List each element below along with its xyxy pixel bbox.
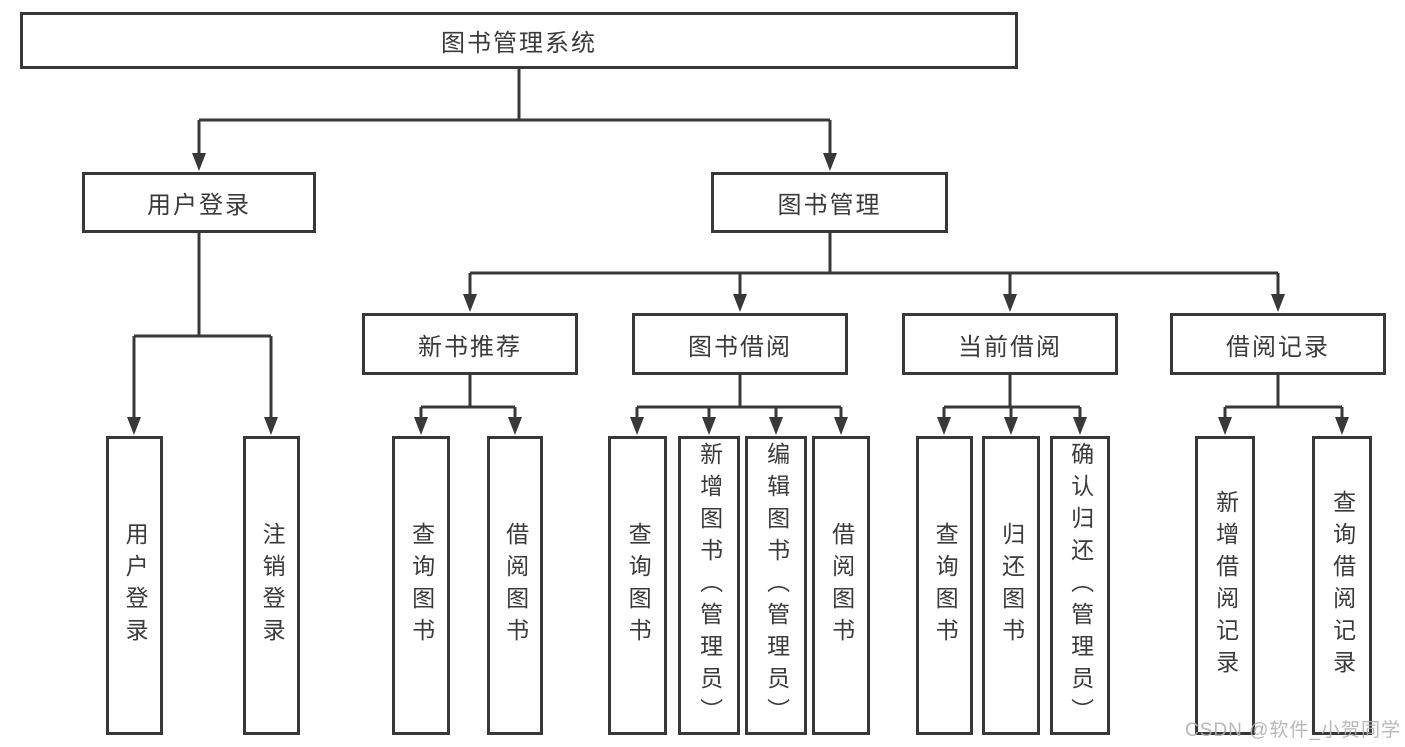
node-book-borrow: 图书借阅 [632,313,848,375]
leaf-user-login: 用户登录 [106,436,163,735]
node-label: 新书推荐 [418,333,522,361]
node-book-management: 图书管理 [711,172,948,233]
node-new-book-recommend: 新书推荐 [362,313,578,375]
node-root-system: 图书管理系统 [20,12,1018,69]
leaf-label: 借阅图书 [502,521,529,650]
leaf-label: 编辑图书（管理员） [763,441,790,730]
node-label: 图书借阅 [688,333,792,361]
node-label: 用户登录 [147,192,251,219]
leaf-add-borrow-record: 新增借阅记录 [1195,436,1255,735]
leaf-edit-books-admin: 编辑图书（管理员） [745,436,807,735]
node-current-borrow: 当前借阅 [902,313,1118,375]
node-root-label: 图书管理系统 [441,30,597,57]
connector-root-to-level2 [192,69,837,171]
leaf-label: 用户登录 [122,521,149,650]
leaf-label: 新增借阅记录 [1212,489,1239,682]
leaf-label: 借阅图书 [828,521,855,650]
leaf-label: 归还图书 [998,521,1025,650]
leaf-query-books-current: 查询图书 [916,436,973,735]
connector-user-login-children [127,233,278,435]
leaf-return-books: 归还图书 [982,436,1040,735]
leaf-label: 查询图书 [625,521,652,650]
connector-current-borrow-children [937,375,1087,435]
node-user-login: 用户登录 [82,172,316,233]
leaf-label: 查询借阅记录 [1329,489,1356,682]
leaf-confirm-return-admin: 确认归还（管理员） [1050,436,1110,735]
leaf-borrow-books-recommend: 借阅图书 [487,436,543,735]
leaf-label: 确认归还（管理员） [1067,441,1094,730]
leaf-label: 查询图书 [932,521,959,650]
connector-book-management-children [463,233,1285,312]
node-label: 图书管理 [777,192,882,219]
node-borrow-record: 借阅记录 [1170,313,1386,375]
leaf-label: 新增图书（管理员） [696,441,723,730]
leaf-borrow-books: 借阅图书 [812,436,870,735]
leaf-label: 查询图书 [408,521,435,650]
connector-borrow-record-children [1218,375,1349,435]
leaf-query-books-recommend: 查询图书 [392,436,450,735]
connector-new-book-children [414,375,522,435]
node-label: 当前借阅 [958,333,1062,361]
leaf-label: 注销登录 [259,521,286,650]
connector-book-borrow-children [630,375,848,435]
watermark-text: CSDN @软件_小贺同学 [1185,720,1401,741]
leaf-query-borrow-record: 查询借阅记录 [1312,436,1372,735]
leaf-logout: 注销登录 [243,436,300,735]
leaf-add-books-admin: 新增图书（管理员） [678,436,740,735]
leaf-query-books-borrow: 查询图书 [608,436,667,735]
node-label: 借阅记录 [1226,333,1330,361]
